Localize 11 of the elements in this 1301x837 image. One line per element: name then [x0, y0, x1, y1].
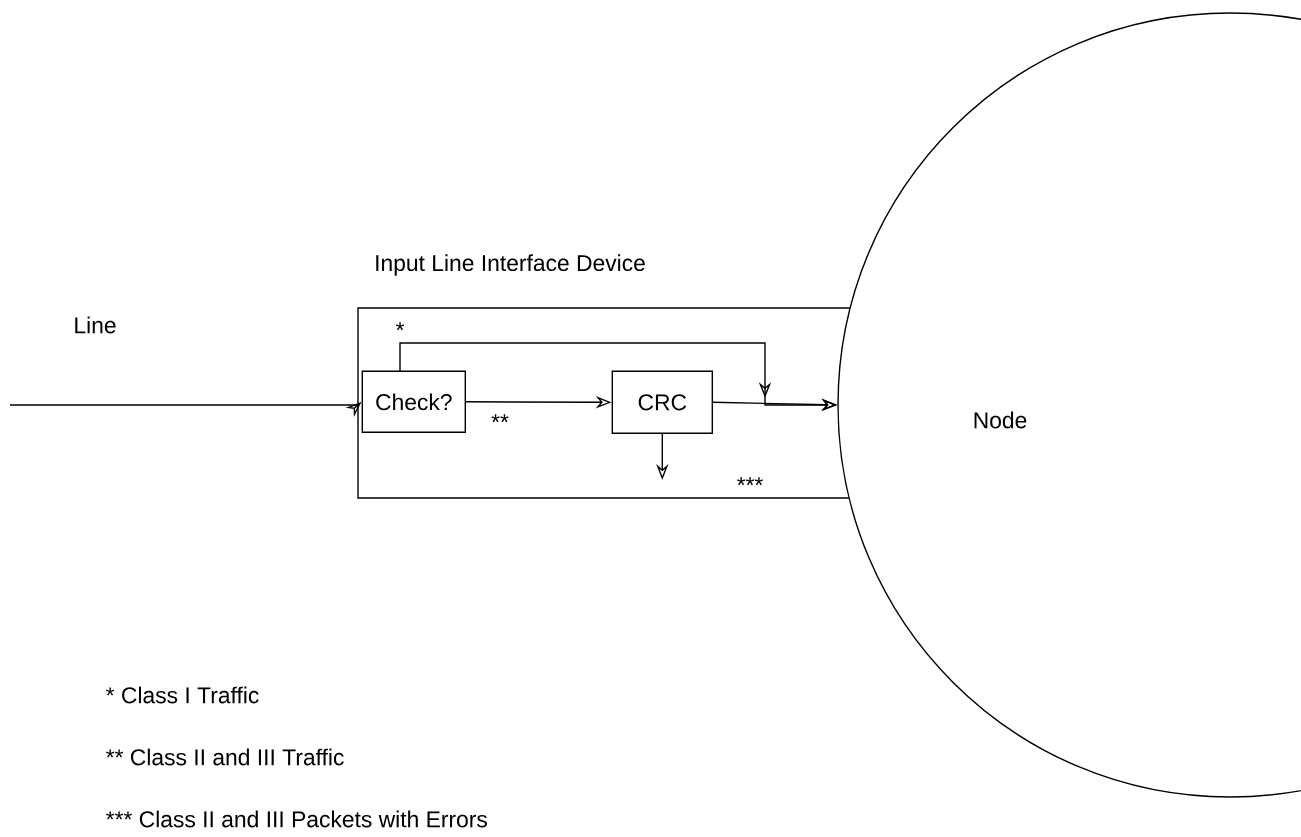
legend-text: ** Class II and III Traffic	[106, 748, 344, 766]
edge-label: ***	[737, 477, 763, 486]
process-box: Check?	[361, 370, 466, 433]
edge-label: **	[491, 414, 509, 423]
node-label: Node	[974, 411, 1027, 429]
edge-label: *	[395, 322, 405, 331]
edge-label: Line	[75, 316, 116, 334]
process-box: CRC	[611, 370, 713, 434]
legend-text: *** Class II and III Packets with Errors	[106, 810, 487, 828]
legend-text: * Class I Traffic	[106, 686, 259, 704]
node-label: Input Line Interface Device	[376, 254, 645, 276]
